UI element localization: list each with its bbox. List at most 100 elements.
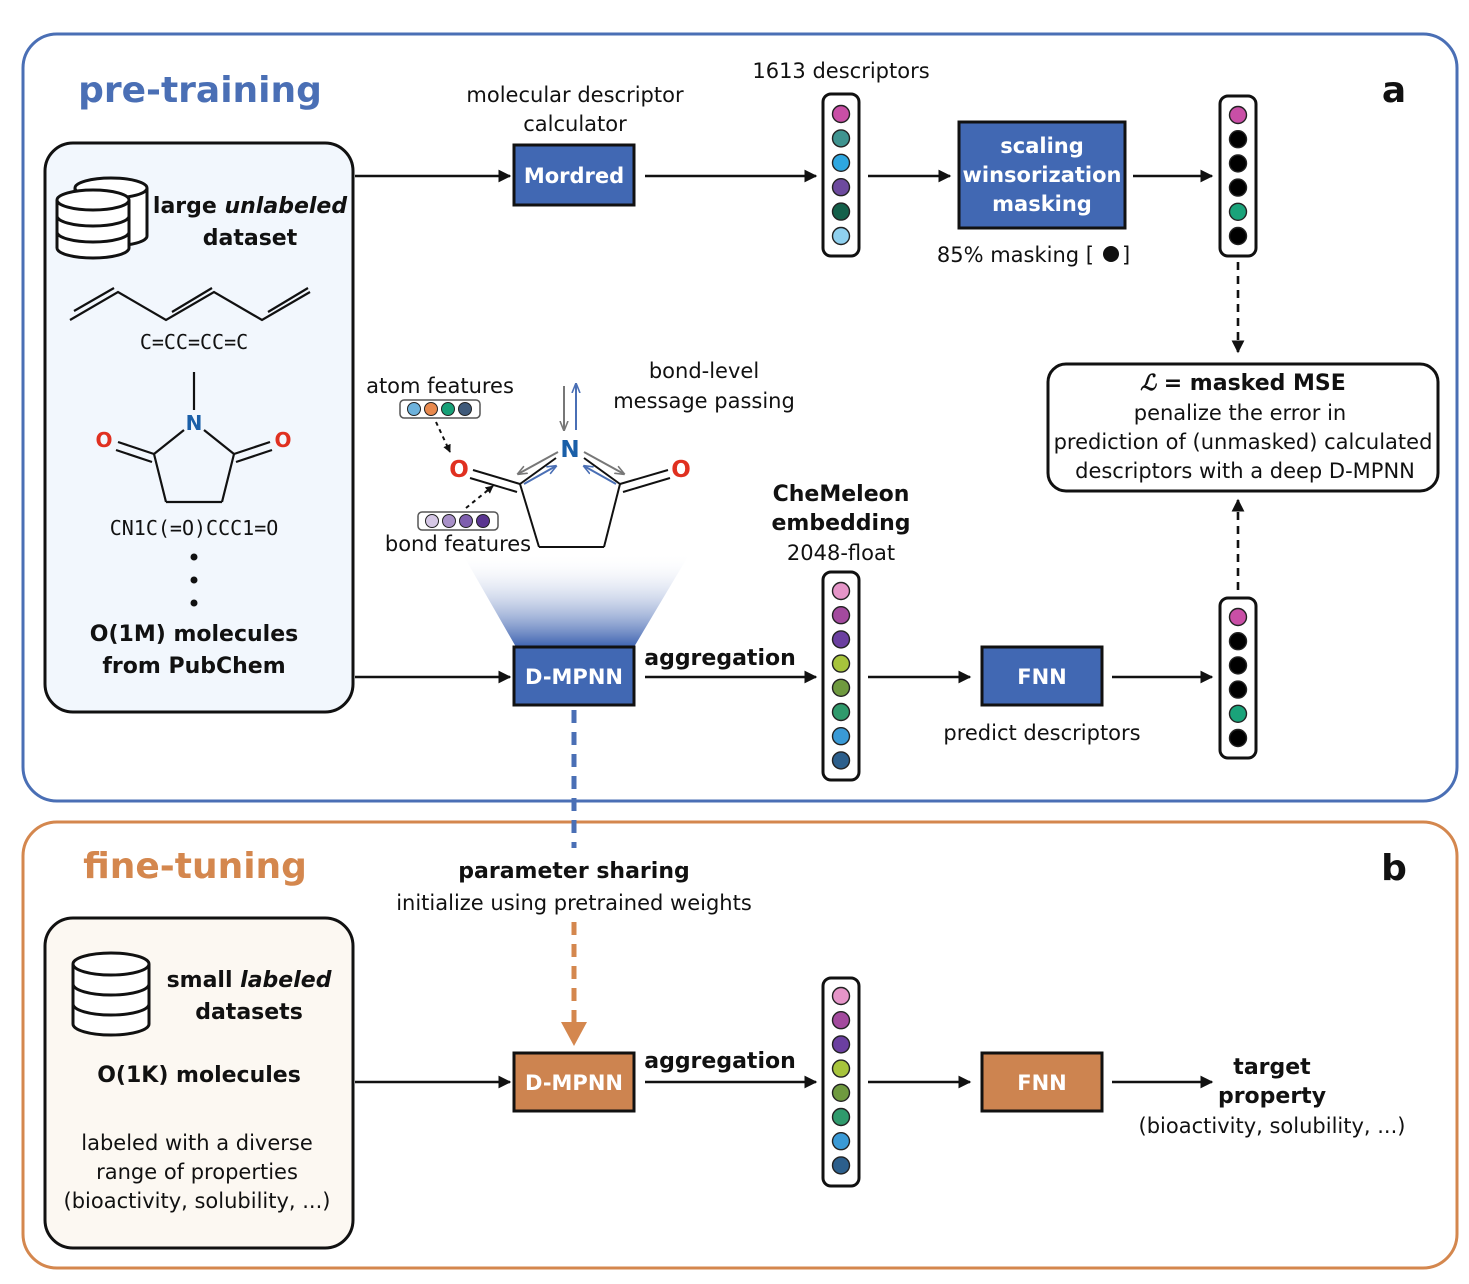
loss-line-1: penalize the error in — [1134, 401, 1347, 425]
fnn-finetune-label: FNN — [1017, 1071, 1067, 1095]
masked-cell — [1228, 202, 1248, 222]
atom-feature-cell — [458, 402, 472, 416]
molecule-source-label: from PubChem — [102, 654, 285, 679]
fnn-pretrain-label: FNN — [1017, 665, 1067, 689]
labeled-desc-line-1: labeled with a diverse — [81, 1131, 313, 1155]
predicted-cell — [1228, 680, 1248, 699]
aggregation-label-finetune: aggregation — [644, 1049, 796, 1074]
inset-molecule-bonds — [469, 457, 671, 548]
succinimide-structure — [115, 372, 273, 504]
masked-cell — [1228, 226, 1248, 246]
zoom-funnel — [462, 553, 690, 647]
loss-line-2: prediction of (unmasked) calculated — [1054, 430, 1433, 454]
fnn-finetune-box — [980, 1051, 1104, 1113]
smiles-hexatriene: C=CC=CC=C — [140, 330, 248, 354]
embedding-title-line2: embedding — [772, 511, 911, 536]
atom-o-right-label: O — [274, 428, 291, 452]
masking-label: masking — [992, 192, 1092, 216]
atom-feature-cell — [424, 402, 438, 416]
database-icon — [55, 176, 149, 260]
dmpnn-pretrain-box — [512, 645, 636, 707]
masked-vector-cells — [1228, 105, 1248, 246]
inset-atom-n: N — [560, 437, 579, 463]
masked-vector — [1218, 94, 1258, 258]
dmpnn-pretrain-label: D-MPNN — [525, 665, 623, 689]
atom-features-label: atom features — [366, 374, 514, 398]
predicted-cell — [1228, 632, 1248, 651]
embedding-title: CheMeleon — [773, 482, 910, 507]
unlabeled-dataset-box — [43, 141, 355, 714]
descriptor-vector-cells — [831, 104, 851, 246]
embedding-cell — [831, 1131, 851, 1151]
descriptor-vector — [821, 92, 861, 258]
labeled-dataset-label: small labeled — [167, 968, 332, 993]
target-label-line2: property — [1218, 1084, 1326, 1109]
aggregation-label-pretrain: aggregation — [644, 646, 796, 671]
message-passing-arrows — [518, 384, 624, 485]
descriptor-cell — [831, 226, 851, 246]
descriptor-cell — [831, 104, 851, 124]
descriptor-cell — [831, 177, 851, 197]
parameter-sharing-arrowhead — [561, 1022, 587, 1046]
predicted-vector — [1218, 596, 1258, 760]
embedding-cell — [831, 630, 851, 649]
embedding-cell — [831, 702, 851, 722]
bond-level-label: bond-level — [649, 359, 759, 383]
parameter-sharing-subtitle: initialize using pretrained weights — [396, 891, 752, 915]
inset-atom-o-left: O — [449, 457, 469, 483]
bond-features-cells — [425, 514, 490, 528]
predicted-vector-cells — [1228, 607, 1248, 748]
mordred-label: Mordred — [524, 164, 624, 188]
embedding-cell — [831, 1035, 851, 1054]
panel-letter-b: b — [1381, 848, 1407, 889]
pretraining-title: pre-training — [78, 70, 322, 111]
mask-token-icon — [1103, 246, 1119, 262]
descriptor-cell — [831, 153, 851, 173]
embedding-cell — [831, 1156, 851, 1175]
unlabeled-dataset-label-line2: dataset — [203, 226, 298, 251]
labeled-desc-line-3: (bioactivity, solubility, ...) — [64, 1189, 331, 1213]
smiles-succinimide: CN1C(=O)CCC1=O — [110, 516, 279, 540]
bond-feature-cell — [476, 514, 490, 528]
embedding-cell — [831, 678, 851, 697]
embedding-cell — [831, 751, 851, 770]
atom-features-cells — [407, 402, 472, 416]
target-label: target — [1233, 1055, 1311, 1080]
masking-caption: 85% masking [ — [937, 243, 1094, 267]
finetuning-panel — [21, 820, 1459, 1270]
loss-box — [1046, 362, 1440, 493]
mordred-box — [512, 143, 636, 207]
masked-cell — [1228, 178, 1248, 197]
ellipsis-dots — [190, 553, 198, 607]
embedding-vector-finetune — [821, 976, 861, 1188]
loss-title: ℒ = masked MSE — [1140, 370, 1346, 396]
message-passing-label: message passing — [613, 389, 795, 413]
descriptor-cell — [831, 202, 851, 221]
hexatriene-structure — [69, 287, 311, 322]
embedding-cell — [831, 986, 851, 1006]
atom-feature-cell — [441, 402, 455, 416]
loss-line-3: descriptors with a deep D-MPNN — [1075, 459, 1415, 483]
parameter-sharing-title: parameter sharing — [458, 859, 689, 884]
atom-o-left-label: O — [95, 428, 112, 452]
scaling-label: scaling — [1000, 134, 1084, 158]
embedding-cell — [831, 1107, 851, 1127]
bond-feature-cell — [459, 514, 473, 528]
embedding-vector-pretrain — [821, 570, 861, 782]
masked-cell — [1228, 154, 1248, 173]
labeled-desc-line-2: range of properties — [96, 1160, 298, 1184]
masked-cell — [1228, 129, 1248, 149]
embedding-cell — [831, 606, 851, 625]
predicted-cell — [1228, 728, 1248, 748]
calculator-caption: molecular descriptor — [466, 83, 684, 107]
embedding-cell — [831, 727, 851, 746]
embedding-cell — [831, 654, 851, 673]
embedding-cell — [831, 1059, 851, 1078]
embedding-cell — [831, 1083, 851, 1103]
dmpnn-finetune-label: D-MPNN — [525, 1071, 623, 1095]
atom-n-label: N — [186, 411, 203, 435]
bond-feature-cell — [442, 514, 456, 528]
labeled-dataset-label-line2: datasets — [195, 1000, 303, 1025]
bond-features-label: bond features — [385, 532, 531, 556]
